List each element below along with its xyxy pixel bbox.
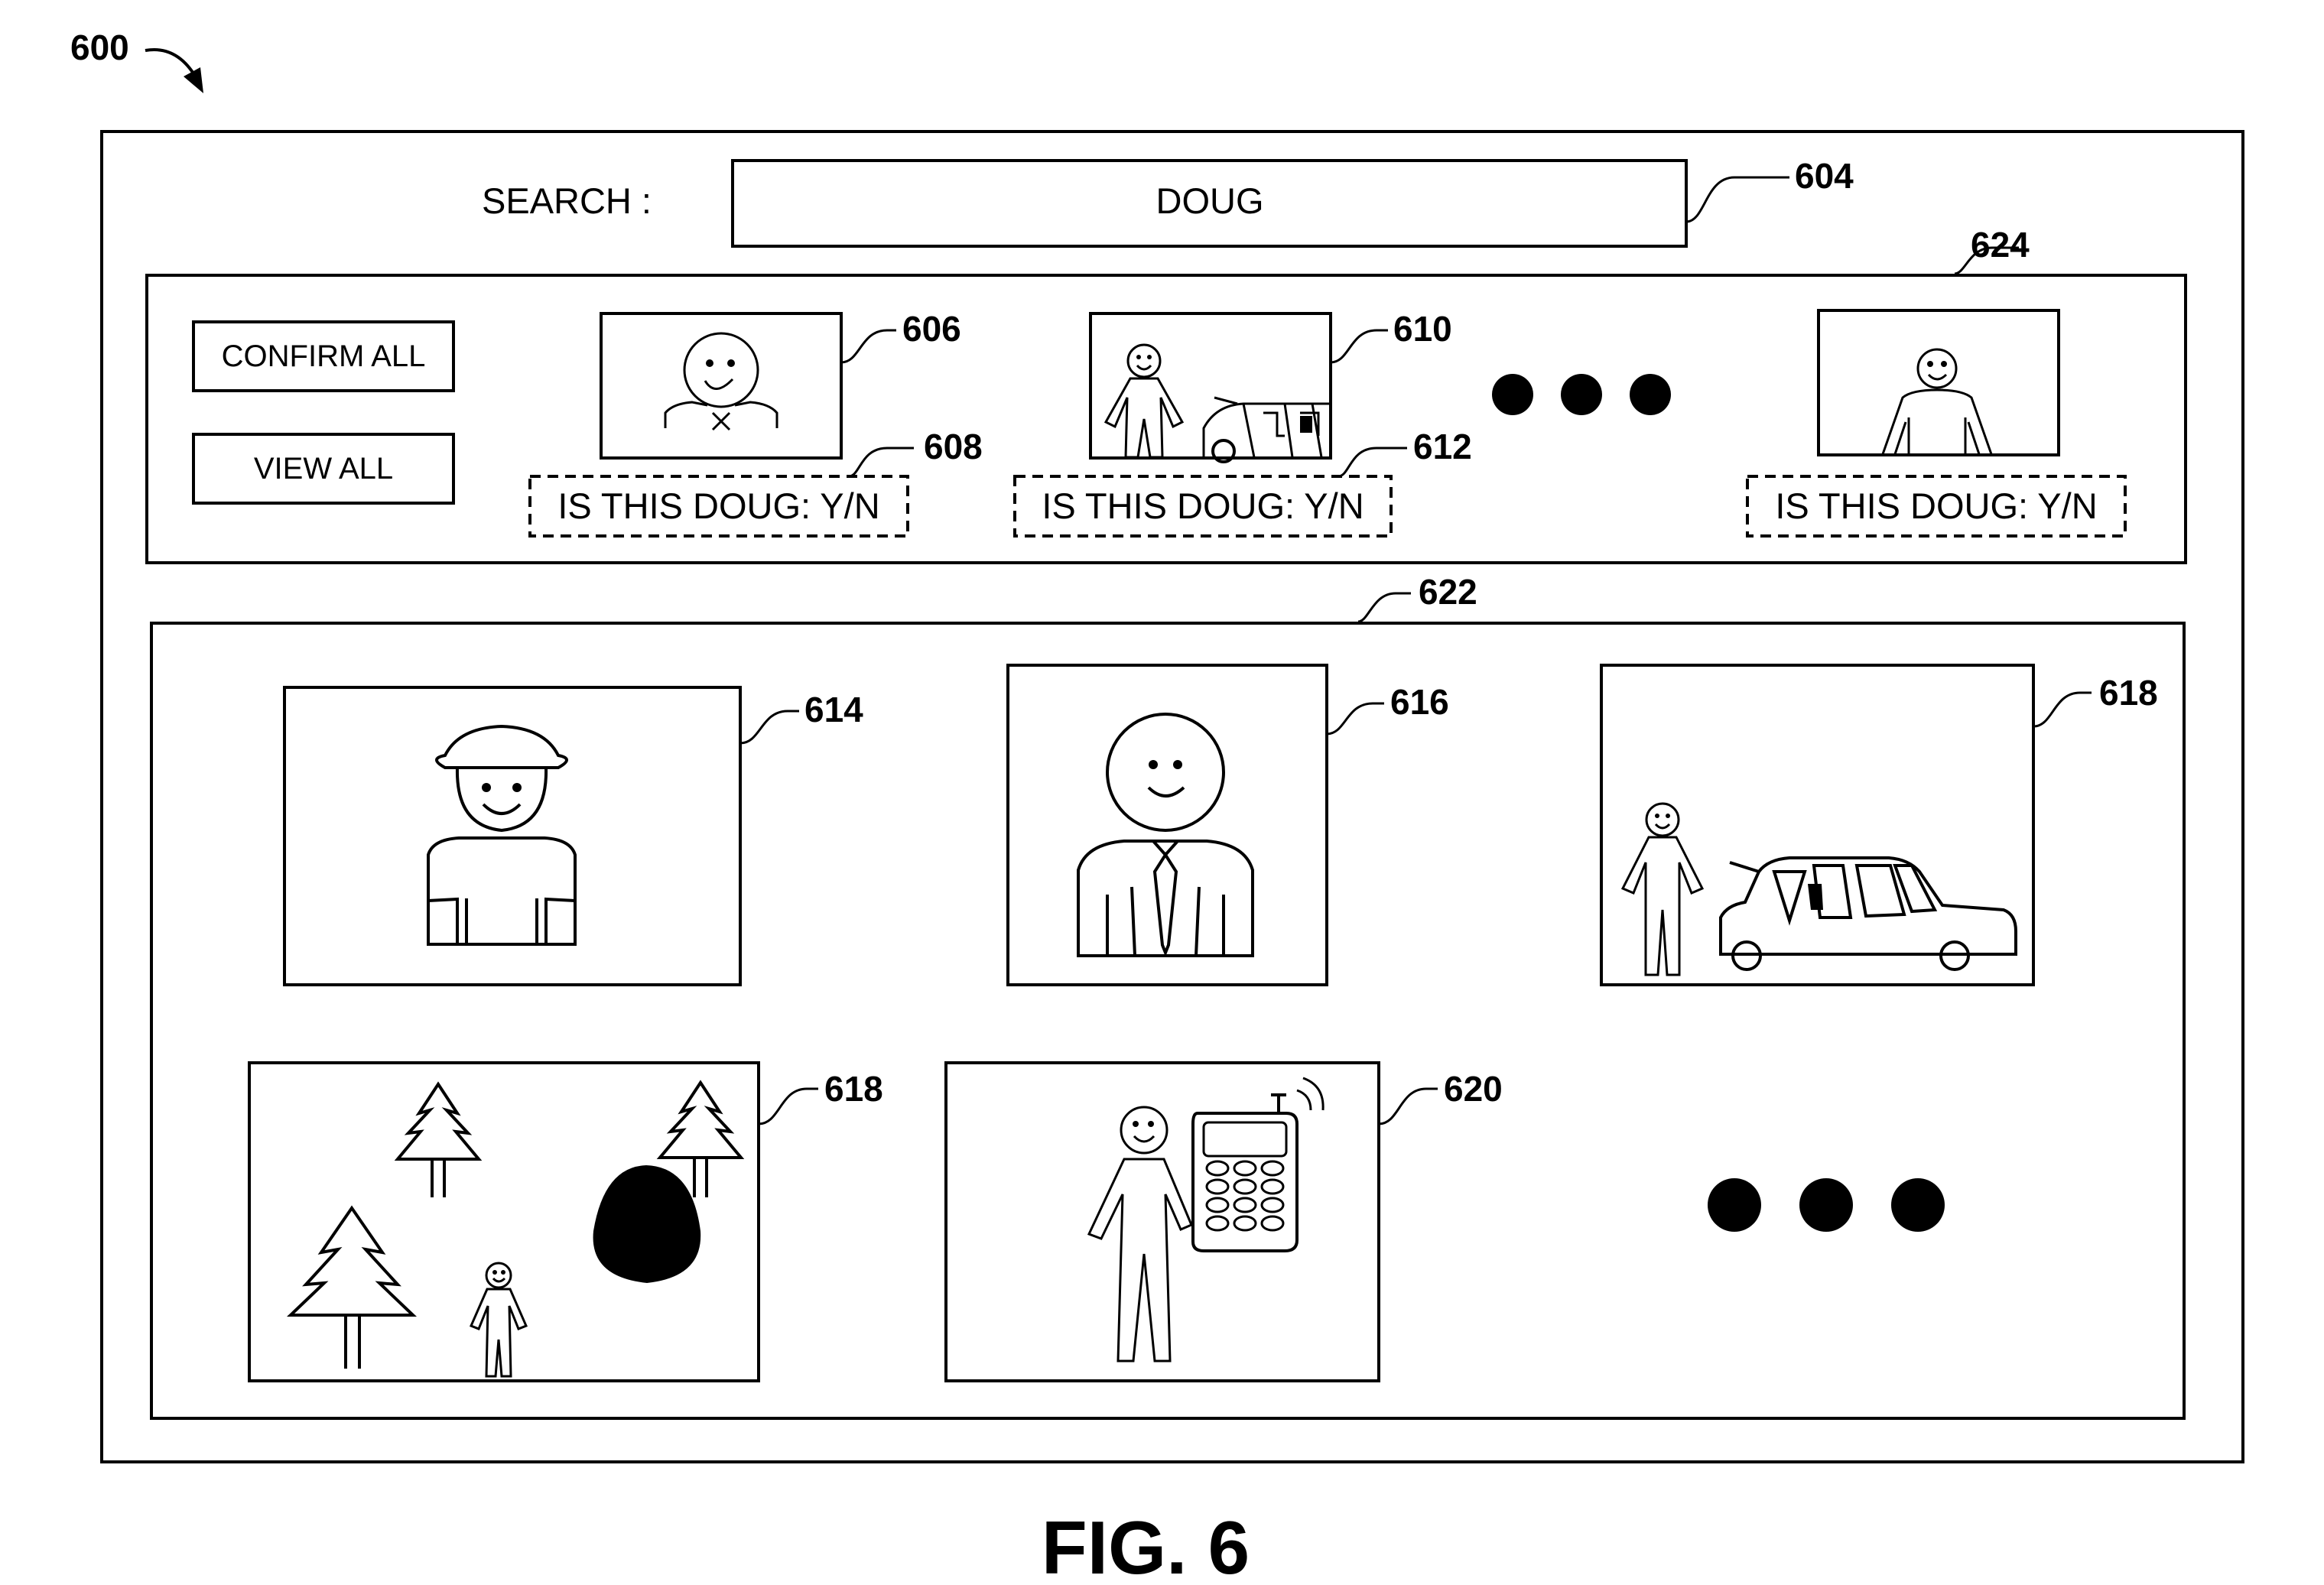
person-with-car-icon bbox=[1623, 804, 2016, 975]
suggestions-panel-ref-label: 624 bbox=[1971, 225, 2030, 265]
leader-622 bbox=[1358, 593, 1411, 622]
suggestion-thumbnail-1[interactable] bbox=[601, 313, 841, 458]
leader-618-b bbox=[759, 1089, 818, 1124]
confirm-prompt-2-text: IS THIS DOUG: Y/N bbox=[1042, 486, 1364, 526]
leader-606 bbox=[841, 330, 896, 362]
leader-616 bbox=[1327, 703, 1384, 734]
leader-614 bbox=[740, 711, 799, 743]
person-with-cap-icon bbox=[428, 726, 575, 944]
thumbnail-1-ref-label: 606 bbox=[902, 309, 961, 349]
leader-618-a bbox=[2033, 693, 2092, 726]
search-input-value: DOUG bbox=[1156, 180, 1264, 221]
result-5-ref-label: 620 bbox=[1444, 1069, 1503, 1109]
more-results-ellipsis-icon bbox=[1708, 1178, 1945, 1232]
result-image-3[interactable] bbox=[1601, 665, 2033, 985]
result-image-5[interactable] bbox=[946, 1063, 1379, 1381]
person-in-forest-icon bbox=[291, 1083, 741, 1376]
prompt-2-ref-label: 612 bbox=[1413, 427, 1472, 466]
result-image-1[interactable] bbox=[284, 687, 740, 985]
search-ref-label: 604 bbox=[1795, 156, 1854, 196]
thumbnail-2-ref-label: 610 bbox=[1393, 309, 1452, 349]
leader-608 bbox=[849, 448, 914, 476]
confirm-prompt-3-text: IS THIS DOUG: Y/N bbox=[1775, 486, 2097, 526]
results-panel-ref-label: 622 bbox=[1419, 572, 1477, 612]
confirm-prompt-1-text: IS THIS DOUG: Y/N bbox=[557, 486, 879, 526]
figure-caption: FIG. 6 bbox=[1042, 1505, 1250, 1581]
figure-ref-label: 600 bbox=[70, 28, 129, 67]
figure-pointer-arrow-icon bbox=[145, 50, 203, 93]
view-all-label: VIEW ALL bbox=[254, 452, 393, 486]
leader-612 bbox=[1338, 448, 1407, 476]
person-with-tie-icon bbox=[1078, 714, 1253, 956]
person-with-phone-icon bbox=[1089, 1078, 1323, 1361]
confirm-all-label: CONFIRM ALL bbox=[222, 339, 426, 373]
suggestion-thumbnail-3[interactable] bbox=[1819, 310, 2059, 455]
person-standing-icon bbox=[1883, 349, 1991, 454]
leader-620 bbox=[1379, 1089, 1438, 1124]
person-with-car-icon bbox=[1106, 345, 1331, 462]
app-window bbox=[102, 132, 2243, 1462]
search-label: SEARCH : bbox=[482, 180, 652, 221]
leader-604 bbox=[1686, 177, 1789, 222]
leader-610 bbox=[1331, 330, 1388, 362]
result-4-ref-label: 618 bbox=[824, 1069, 883, 1109]
result-3-ref-label: 618 bbox=[2099, 673, 2158, 713]
more-suggestions-ellipsis-icon bbox=[1492, 374, 1671, 415]
person-face-icon bbox=[665, 333, 777, 430]
prompt-1-ref-label: 608 bbox=[924, 427, 983, 466]
result-2-ref-label: 616 bbox=[1390, 682, 1449, 722]
result-1-ref-label: 614 bbox=[804, 690, 863, 729]
